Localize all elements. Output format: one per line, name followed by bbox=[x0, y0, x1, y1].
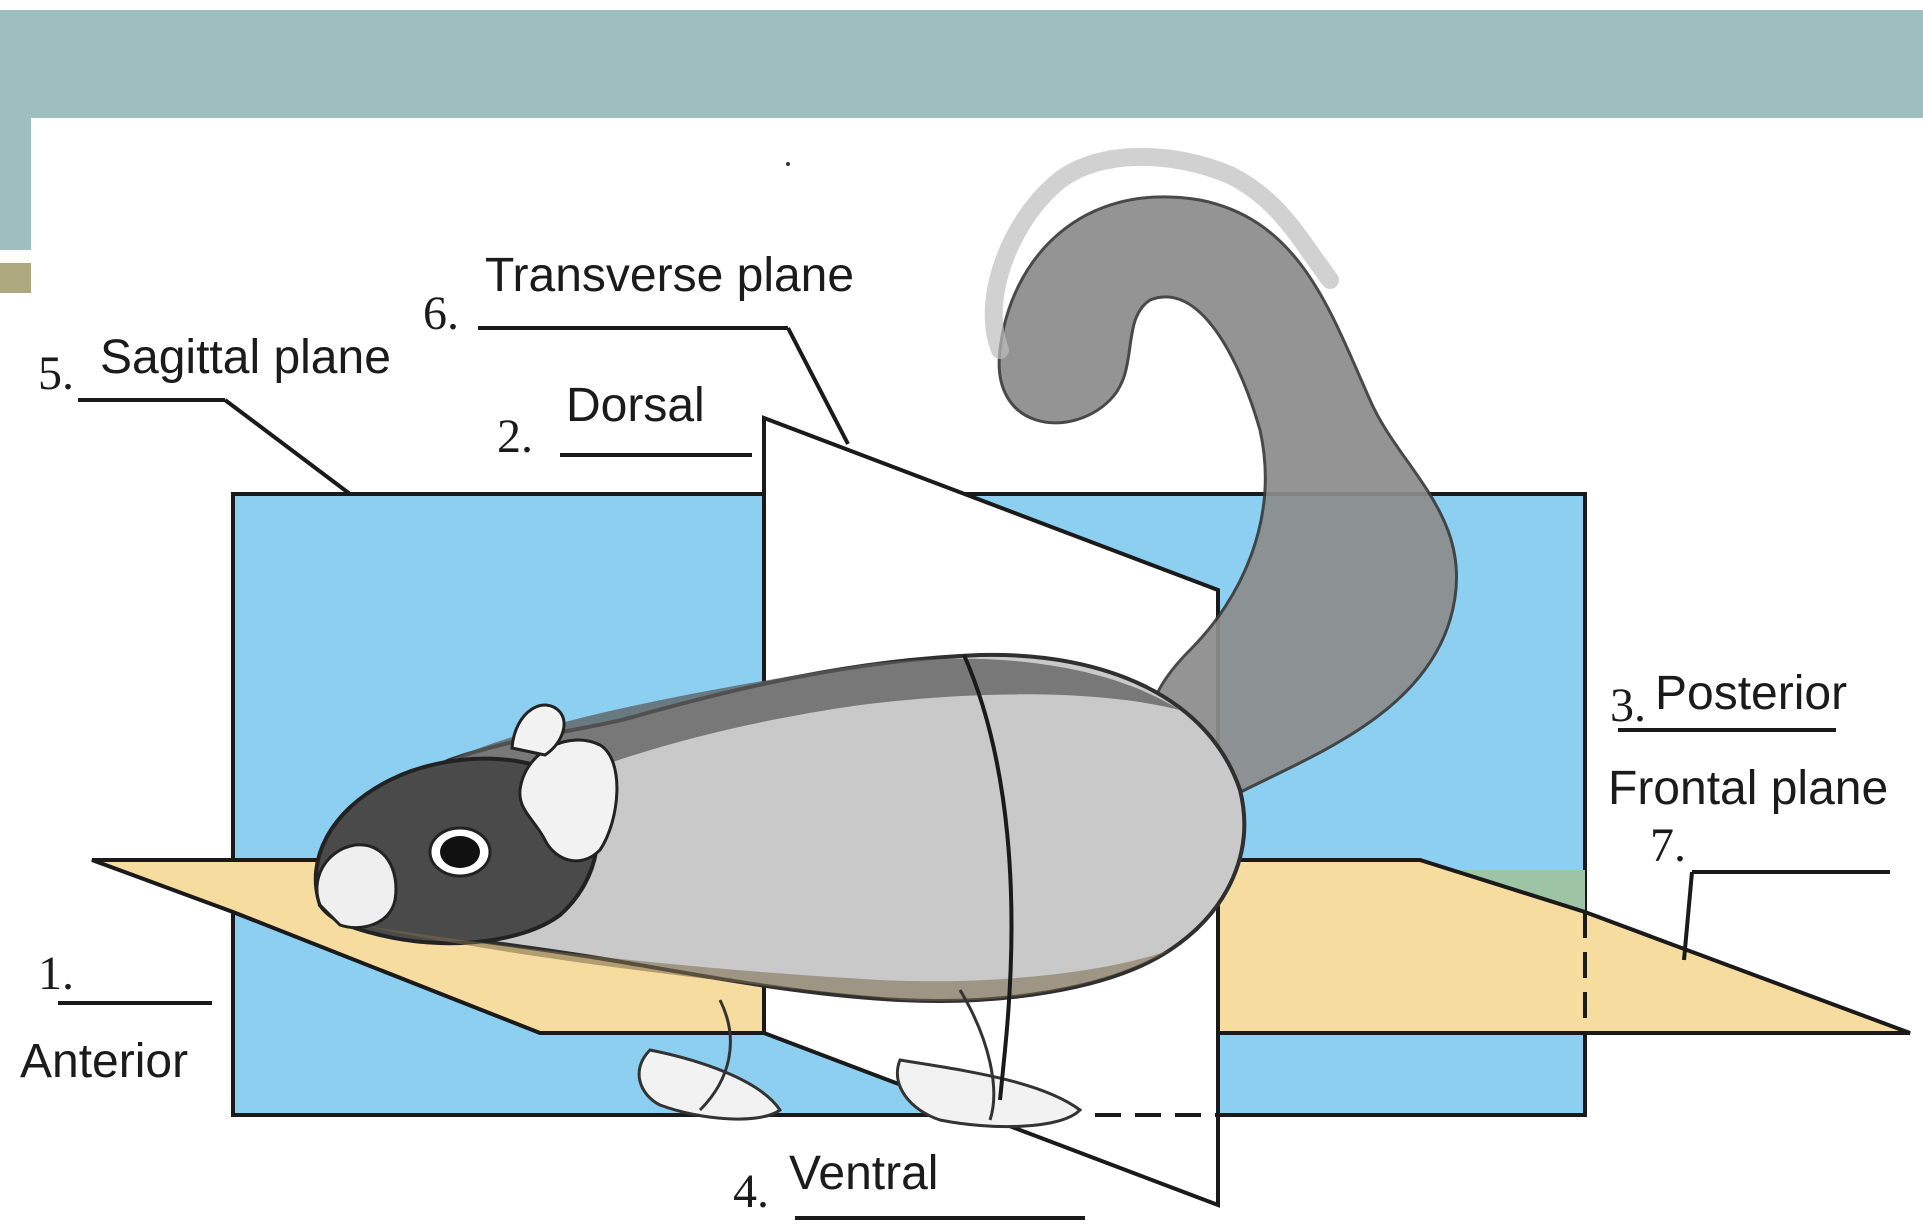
number-5: 5. bbox=[38, 350, 74, 398]
number-3: 3. bbox=[1610, 682, 1646, 730]
number-2: 2. bbox=[497, 413, 533, 461]
label-frontal-plane: Frontal plane bbox=[1608, 765, 1888, 813]
label-transverse-plane: Transverse plane bbox=[485, 252, 854, 300]
number-7: 7. bbox=[1650, 822, 1686, 870]
number-4: 4. bbox=[733, 1168, 769, 1216]
label-ventral: Ventral bbox=[789, 1150, 938, 1198]
label-anterior: Anterior bbox=[20, 1038, 188, 1086]
number-1: 1. bbox=[38, 950, 74, 998]
number-6: 6. bbox=[423, 290, 459, 338]
label-sagittal-plane: Sagittal plane bbox=[100, 334, 391, 382]
label-posterior: Posterior bbox=[1655, 670, 1847, 718]
label-dorsal: Dorsal bbox=[566, 382, 705, 430]
